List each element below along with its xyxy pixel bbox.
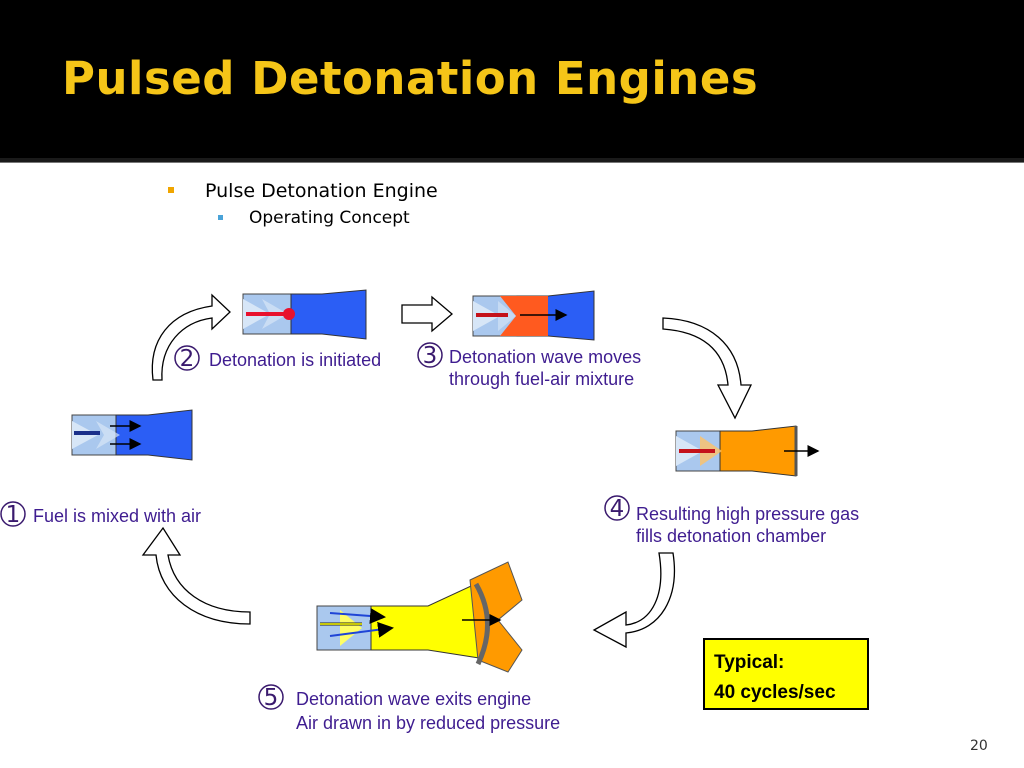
bullet-item: Pulse Detonation Engine — [165, 178, 438, 204]
step-label: through fuel-air mixture — [449, 369, 634, 389]
bullet-text: Pulse Detonation Engine — [205, 180, 438, 202]
step-number-badge — [258, 684, 284, 710]
sub-bullet-item: Operating Concept — [215, 204, 438, 232]
engine-step-3 — [472, 290, 595, 341]
step-number: 5 — [264, 685, 279, 711]
step-label: fills detonation chamber — [636, 526, 826, 546]
title-bar — [0, 0, 1024, 158]
bullet-list: Pulse Detonation Engine Operating Concep… — [165, 178, 438, 232]
step-label: Detonation wave exits engine — [296, 689, 531, 709]
step-label: Air drawn in by reduced pressure — [296, 713, 560, 733]
engine-step-4 — [675, 425, 820, 477]
step-number: 2 — [180, 346, 195, 372]
step-label: Detonation is initiated — [209, 350, 381, 370]
step-number-badge — [0, 501, 26, 527]
step-label: Detonation wave moves — [449, 347, 641, 367]
cycle-arrow-5-to-1 — [141, 526, 251, 625]
engine-step-2 — [242, 289, 367, 340]
engine-step-5 — [316, 561, 523, 673]
cycle-arrow-2-to-3 — [401, 295, 454, 333]
sub-bullet-text: Operating Concept — [249, 208, 410, 228]
sub-bullet-marker — [218, 215, 223, 220]
step-2: 2 Detonation is initiated — [174, 345, 381, 372]
typical-callout-box: Typical: 40 cycles/sec — [703, 638, 869, 710]
step-number: 1 — [6, 502, 21, 528]
engine-step-1 — [71, 409, 193, 461]
cycle-arrow-1-to-2 — [151, 293, 231, 381]
step-number-badge — [604, 495, 630, 521]
slide-title: Pulsed Detonation Engines — [62, 52, 759, 105]
cycle-arrow-3-to-4 — [662, 317, 753, 420]
step-number: 3 — [423, 343, 438, 369]
bullet-marker — [168, 187, 174, 193]
step-number-badge — [417, 342, 443, 368]
step-label: Fuel is mixed with air — [33, 506, 201, 526]
step-number-badge — [174, 345, 200, 371]
step-5: 5 Detonation wave exits engine Air drawn… — [258, 684, 560, 733]
step-number: 4 — [610, 496, 625, 522]
cycle-arrow-4-to-5 — [592, 552, 675, 649]
step-label: Resulting high pressure gas — [636, 504, 859, 524]
step-1: 1 Fuel is mixed with air — [0, 501, 201, 528]
step-3: 3 Detonation wave moves through fuel-air… — [417, 342, 641, 389]
step-4: 4 Resulting high pressure gas fills deto… — [604, 495, 859, 546]
page-number: 20 — [970, 738, 988, 754]
typical-heading: Typical: — [714, 652, 785, 673]
typical-value: 40 cycles/sec — [714, 682, 836, 703]
title-divider — [0, 158, 1024, 163]
